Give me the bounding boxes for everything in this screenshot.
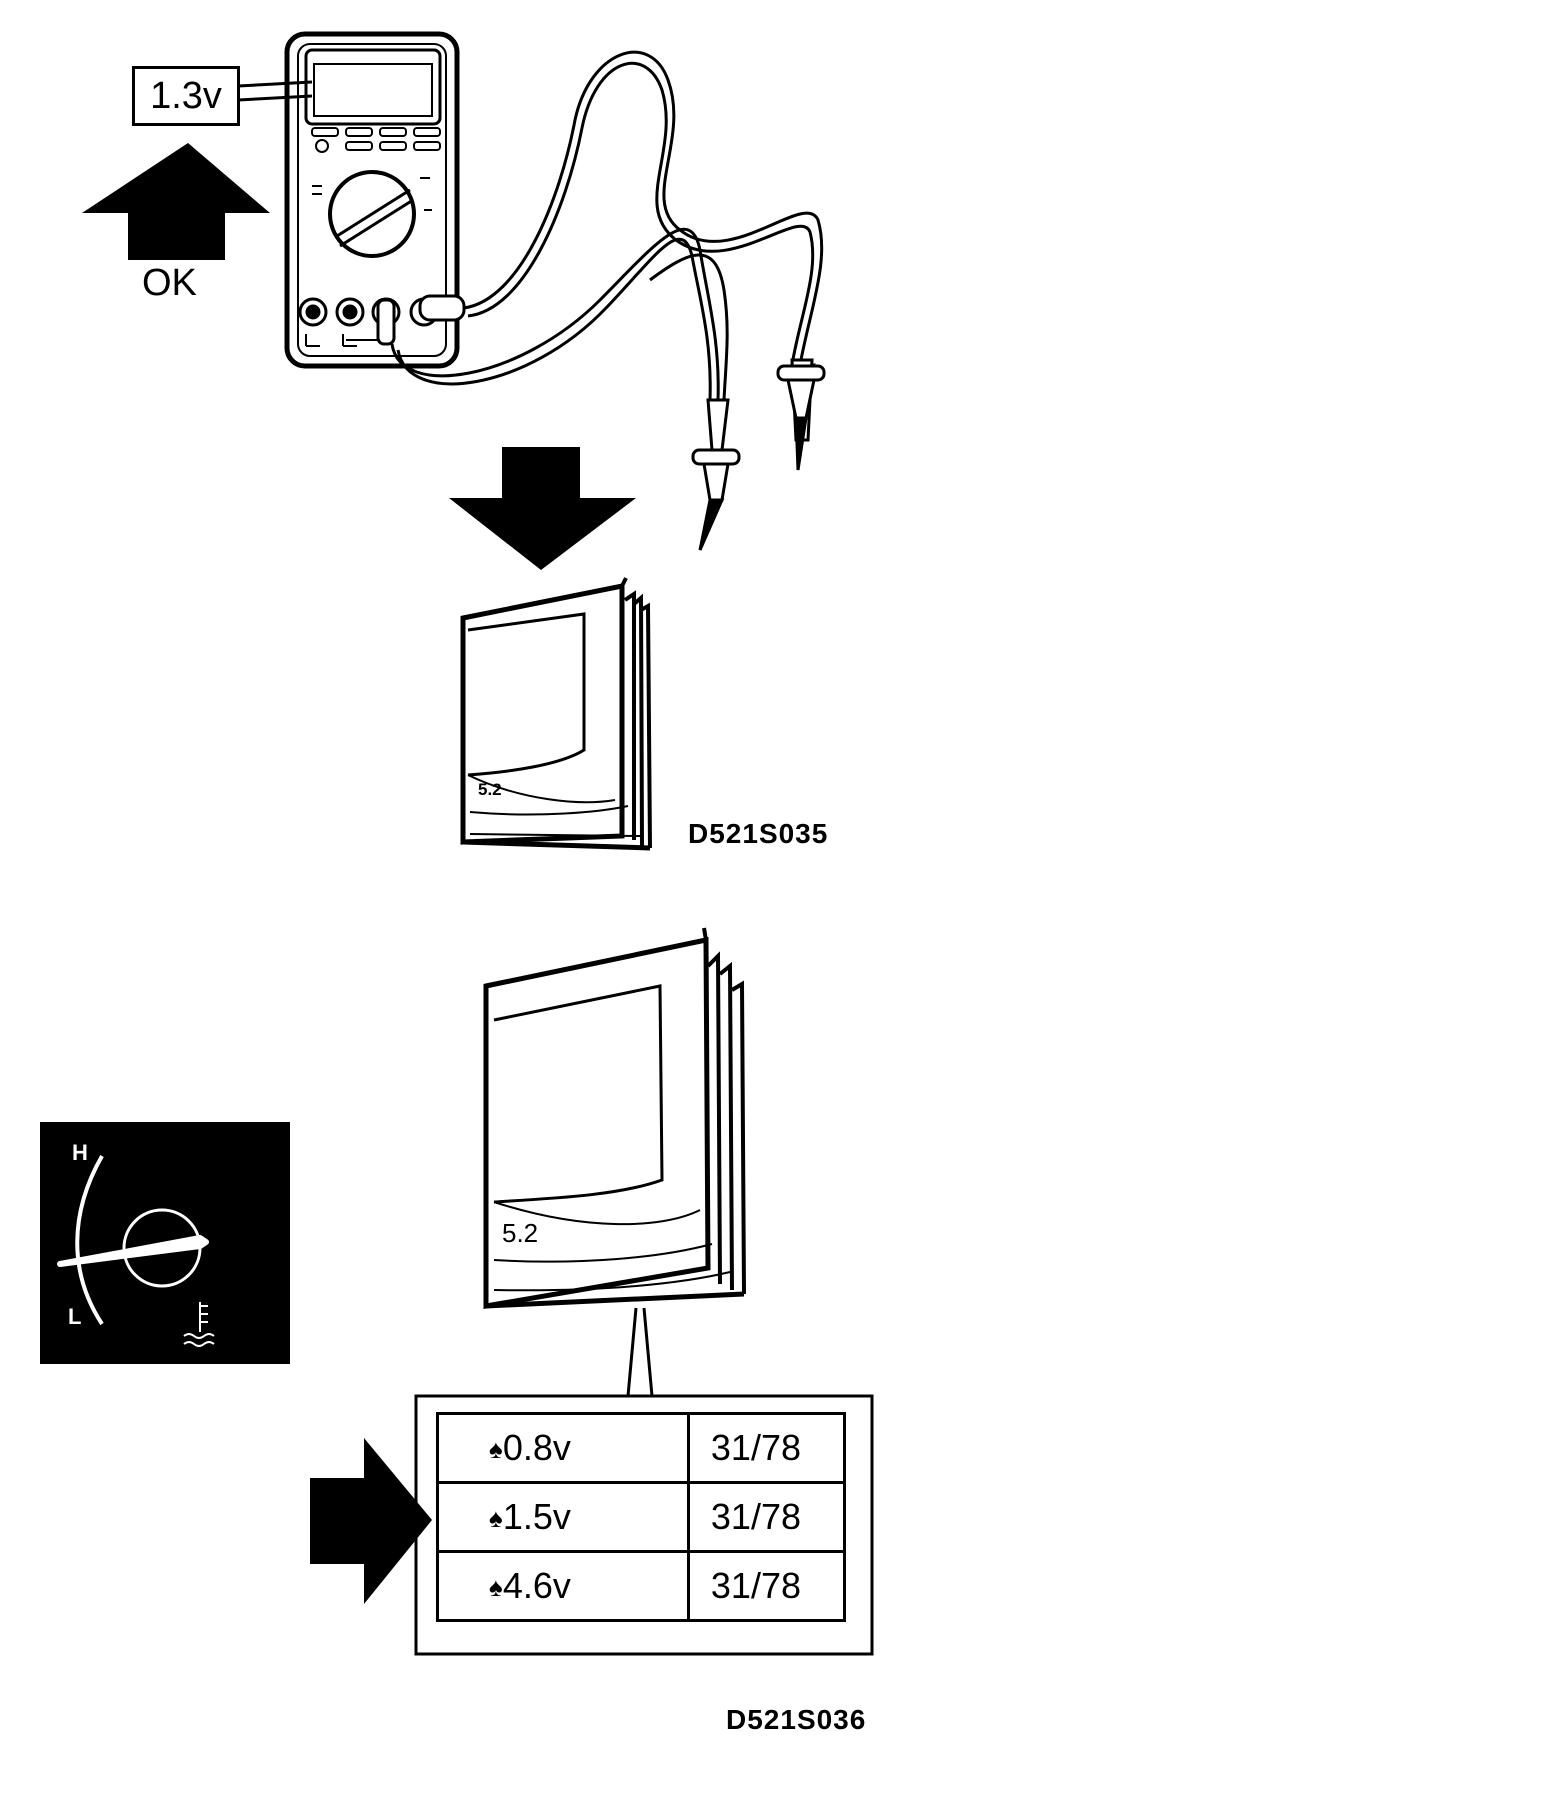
probe-right xyxy=(776,358,826,471)
spade-marker: ♠ xyxy=(489,1572,503,1602)
table-row: ♠1.5v 31/78 xyxy=(436,1481,846,1553)
manual-page-label-bottom: 5.2 xyxy=(502,1218,539,1248)
voltage-cell: ♠0.8v xyxy=(436,1412,690,1484)
up-arrow xyxy=(82,143,270,260)
spade-marker: ♠ xyxy=(489,1503,503,1533)
figure-id-bottom: D521S036 xyxy=(726,1704,867,1735)
manual-page-label-top: 5.2 xyxy=(478,780,502,799)
reference-cell: 31/78 xyxy=(687,1550,846,1622)
figure-id-top: D521S035 xyxy=(688,818,829,849)
voltage-spec-table: ♠0.8v 31/78 ♠1.5v 31/78 ♠4.6v 31/78 xyxy=(436,1412,846,1622)
reference-cell: 31/78 xyxy=(687,1481,846,1553)
callout-frame xyxy=(414,1307,874,1656)
gauge-high-label: H xyxy=(72,1140,88,1165)
spade-marker: ♠ xyxy=(489,1434,503,1464)
table-row: ♠4.6v 31/78 xyxy=(436,1550,846,1622)
right-arrow xyxy=(310,1438,432,1604)
reference-cell: 31/78 xyxy=(687,1412,846,1484)
manual-book-top xyxy=(460,577,652,851)
gauge-low-label: L xyxy=(68,1304,82,1329)
ok-label: OK xyxy=(142,262,197,304)
manual-book-bottom xyxy=(483,927,746,1309)
readout-leader xyxy=(237,80,313,88)
voltage-cell: ♠1.5v xyxy=(436,1481,690,1553)
multimeter xyxy=(284,31,466,369)
test-leads xyxy=(390,50,824,401)
coolant-temperature-icon xyxy=(183,1302,215,1347)
multimeter-readout: 1.3v xyxy=(132,66,240,126)
temperature-gauge: H L xyxy=(40,1122,290,1364)
probe-left xyxy=(691,398,741,551)
voltage-cell: ♠4.6v xyxy=(436,1550,690,1622)
gauge-face xyxy=(57,1155,215,1347)
table-row: ♠0.8v 31/78 xyxy=(436,1412,846,1484)
down-arrow xyxy=(449,447,636,570)
